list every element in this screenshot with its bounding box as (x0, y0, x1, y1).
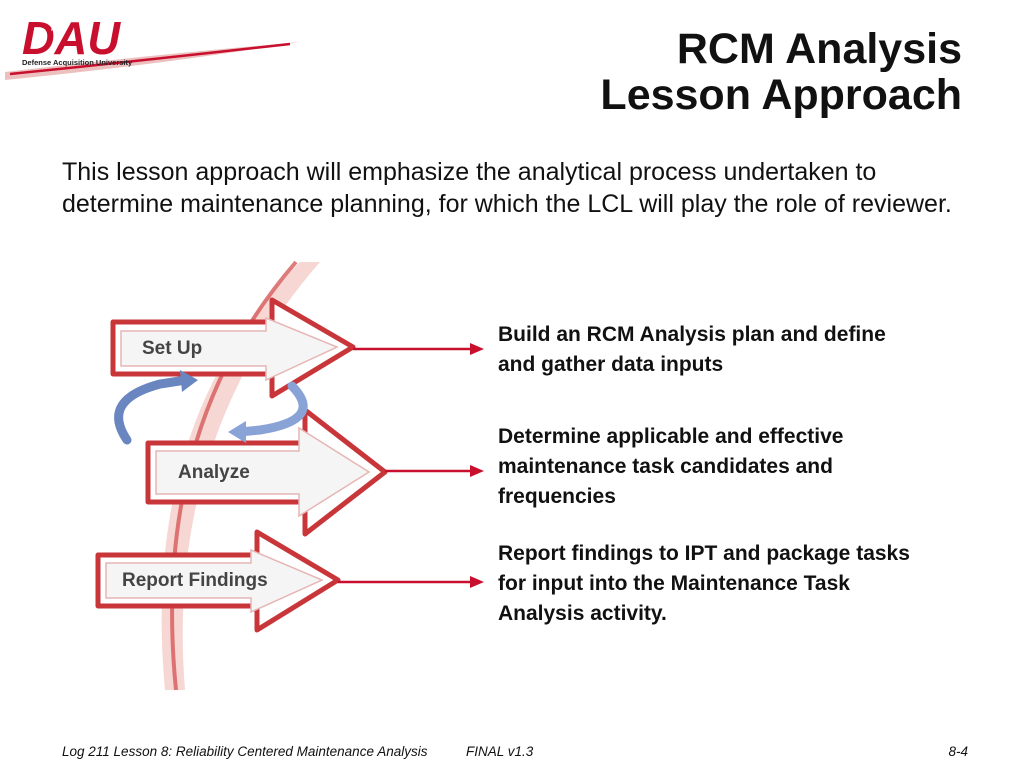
dau-logo: DAU (5, 10, 300, 80)
step-label-analyze: Analyze (178, 462, 250, 483)
step-label-setup: Set Up (142, 338, 203, 359)
footer-version: FINAL v1.3 (466, 744, 534, 759)
svg-text:DAU: DAU (22, 12, 122, 64)
step-description-analyze: Determine applicable and effective maint… (498, 425, 844, 508)
step-description-report: Report findings to IPT and package tasks… (498, 542, 910, 625)
step-description-setup: Build an RCM Analysis plan and define an… (498, 323, 886, 376)
page-title: RCM Analysis Lesson Approach (600, 25, 962, 119)
star-icon (47, 10, 69, 31)
footer-course: Log 211 Lesson 8: Reliability Centered M… (62, 744, 428, 759)
cycle-arrows-icon (114, 370, 308, 445)
report-findings-arrow (95, 529, 341, 633)
logo-subtitle: Defense Acquisition University (22, 58, 133, 67)
connector-setup (353, 343, 484, 355)
step-label-report-findings: Report Findings (122, 570, 268, 591)
analyze-arrow (145, 407, 388, 537)
process-diagram (95, 260, 484, 690)
intro-paragraph: This lesson approach will emphasize the … (62, 158, 952, 218)
connector-report (338, 576, 484, 588)
footer-page-number: 8-4 (948, 744, 968, 759)
setup-arrow (110, 297, 356, 399)
connector-analyze (385, 465, 484, 477)
